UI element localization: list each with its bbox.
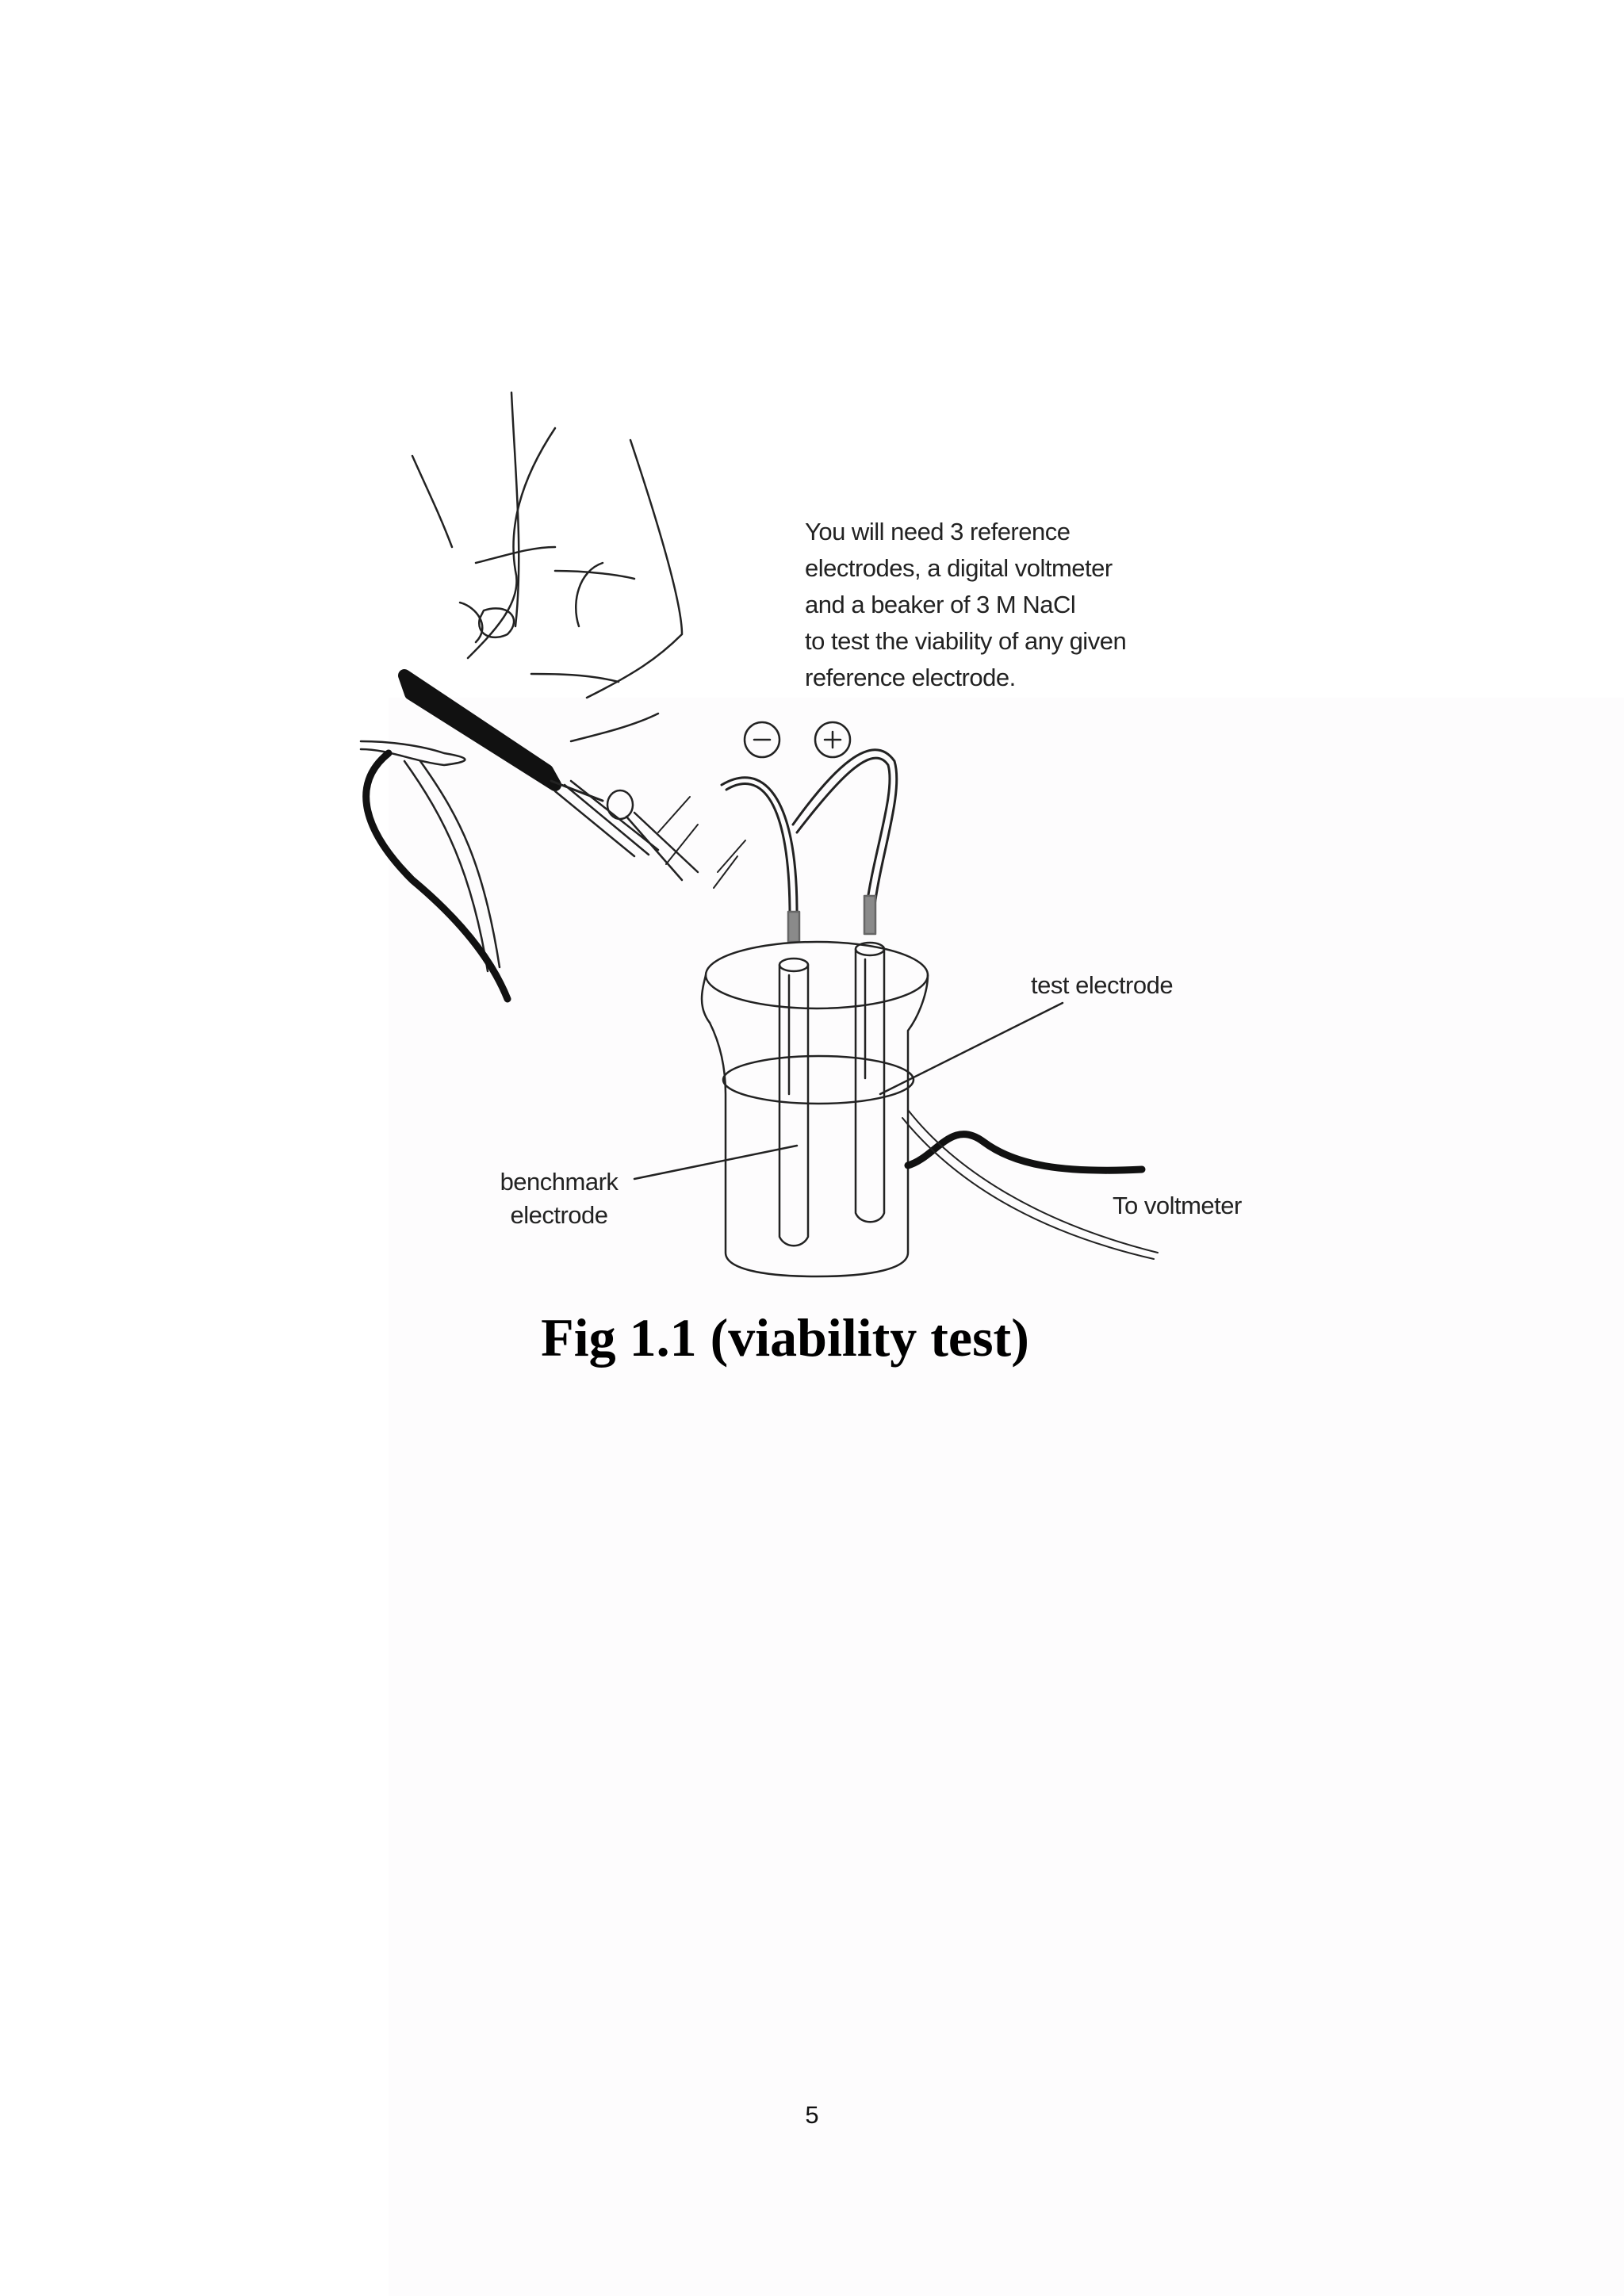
probe-handle [398, 669, 699, 882]
viability-test-figure [349, 381, 1285, 1284]
terminal-markers [743, 721, 852, 759]
white-cable-to-voltmeter [902, 1109, 1159, 1260]
beaker [700, 940, 929, 1278]
test-electrode-leader [879, 1001, 1064, 1096]
to-voltmeter-label: To voltmeter [1113, 1192, 1242, 1219]
black-cable-to-voltmeter [904, 1131, 1146, 1174]
positive-terminal-icon [814, 721, 852, 759]
sleeve-benchmark [787, 910, 801, 943]
black-cable-left [362, 749, 511, 1003]
benchmark-electrode-label: benchmark electrode [500, 1168, 619, 1229]
test-electrode-label: test electrode [1031, 971, 1174, 999]
electrode-setup-illustration [359, 391, 1159, 1278]
benchmark-electrode-tube [778, 957, 810, 1247]
figure-caption: Fig 1.1 (viability test) [541, 1307, 1029, 1368]
sleeve-test [863, 894, 877, 936]
electrode-wires [657, 748, 898, 913]
page-number: 5 [805, 2101, 819, 2129]
test-electrode-tube [854, 941, 886, 1223]
benchmark-electrode-leader [633, 1144, 799, 1181]
page-background [389, 698, 1624, 2296]
negative-terminal-icon [743, 721, 781, 759]
materials-note: You will need 3 reference electrodes, a … [805, 518, 1127, 691]
hand-drawing [359, 391, 684, 973]
